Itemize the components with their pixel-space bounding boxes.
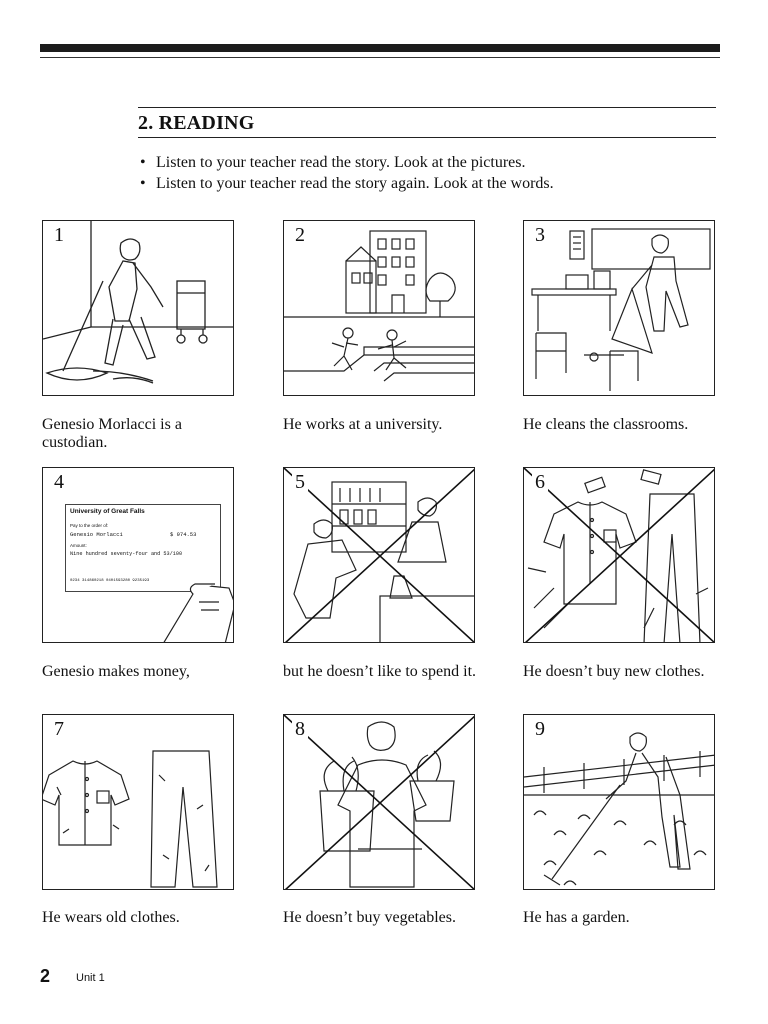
university-building-illustration	[284, 230, 474, 382]
instruction-item: Listen to your teacher read the story. L…	[140, 152, 554, 173]
gardening-illustration	[524, 732, 714, 886]
check-amount-words: Nine hundred seventy-four and 53/100	[70, 551, 183, 557]
panel-number: 7	[51, 718, 67, 741]
panel-number: 2	[292, 224, 308, 247]
panel-1-custodian: 1	[42, 220, 234, 396]
check-amount-label: Amount:	[70, 543, 87, 548]
unit-label: Unit 1	[76, 972, 105, 984]
custodian-mopping-illustration	[43, 221, 233, 384]
panel-8-vegetables-crossed: 8	[283, 714, 475, 890]
panel-4-paycheck: University of Great Falls Pay to the ord…	[42, 467, 234, 643]
panel-4-caption: Genesio makes money,	[42, 663, 190, 680]
old-clothes-illustration	[43, 750, 218, 888]
store-purchase-illustration	[284, 468, 474, 642]
panel-number: 6	[532, 471, 548, 494]
vacuuming-classroom-illustration	[531, 228, 711, 391]
instructions-list: Listen to your teacher read the story. L…	[140, 152, 554, 194]
panel-number: 3	[532, 224, 548, 247]
section-rule-top	[138, 107, 716, 108]
panel-number: 5	[292, 471, 308, 494]
section-title: 2. READING	[138, 112, 255, 134]
panel-6-caption: He doesn’t buy new clothes.	[523, 663, 705, 680]
check-payer: University of Great Falls	[70, 508, 145, 515]
panel-1-caption: Genesio Morlacci is a custodian.	[42, 416, 182, 451]
panel-9-caption: He has a garden.	[523, 909, 630, 926]
page-number: 2	[40, 966, 51, 986]
header-thick-rule	[40, 44, 720, 52]
hand-holding-check-illustration	[163, 583, 233, 642]
panel-7-caption: He wears old clothes.	[42, 909, 180, 926]
panel-9-garden: 9	[523, 714, 715, 890]
panel-8-caption: He doesn’t buy vegetables.	[283, 909, 456, 926]
panel-3-classroom: 3	[523, 220, 715, 396]
header-thin-rule	[40, 57, 720, 58]
buying-vegetables-illustration	[284, 715, 474, 889]
panel-5-caption: but he doesn’t like to spend it.	[283, 663, 477, 680]
panel-number: 8	[292, 718, 308, 741]
new-clothes-illustration	[524, 468, 714, 642]
panel-6-new-clothes-crossed: 6	[523, 467, 715, 643]
panel-number: 9	[532, 718, 548, 741]
paycheck: University of Great Falls Pay to the ord…	[65, 504, 221, 592]
panel-number: 4	[51, 471, 67, 494]
section-rule-bottom	[138, 137, 716, 138]
check-amount: $ 974.53	[170, 531, 197, 538]
check-payee: Genesio Morlacci	[70, 531, 123, 538]
instruction-item: Listen to your teacher read the story ag…	[140, 173, 554, 194]
check-micr: 0234 314860218 0401593280 9235193	[70, 579, 150, 583]
panel-2-caption: He works at a university.	[283, 416, 443, 433]
panel-2-university: 2	[283, 220, 475, 396]
panel-3-caption: He cleans the classrooms.	[523, 416, 689, 433]
panel-number: 1	[51, 224, 67, 247]
panel-7-old-clothes: 7	[42, 714, 234, 890]
panel-5-spending-crossed: 5	[283, 467, 475, 643]
check-pay-to-label: Pay to the order of:	[70, 523, 109, 528]
